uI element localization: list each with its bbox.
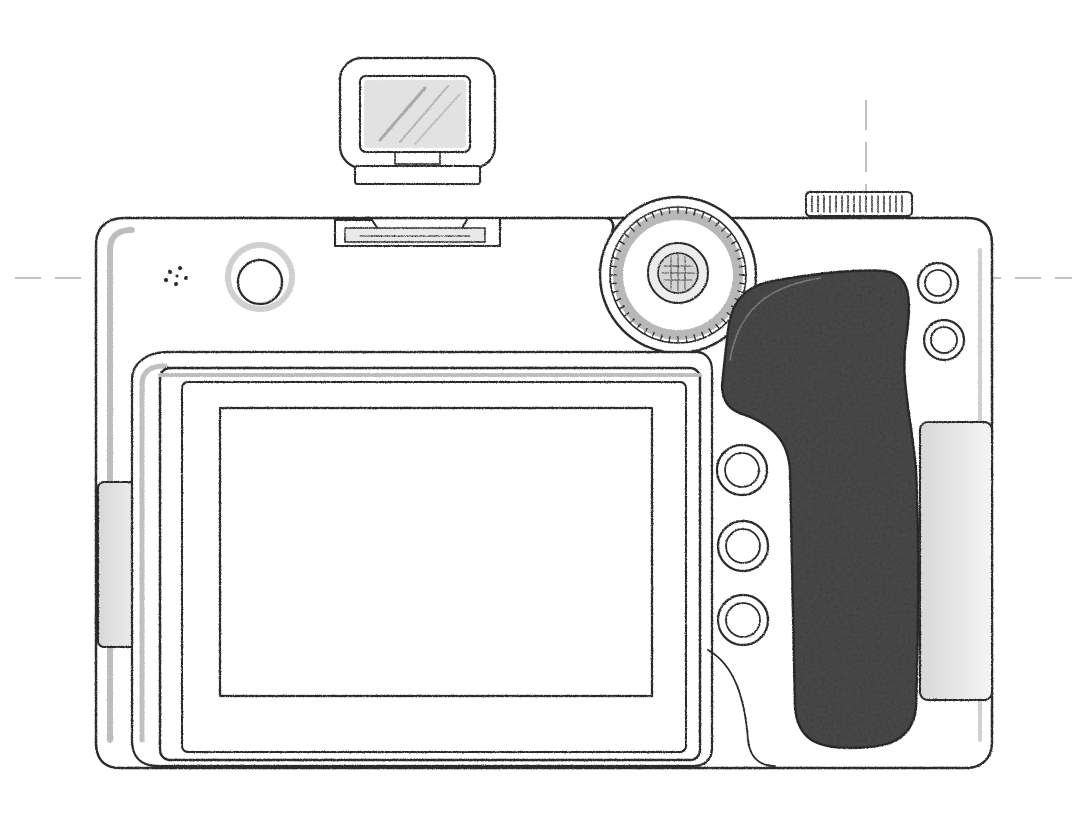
- dial-tick: [629, 318, 635, 324]
- dial-tick: [635, 323, 641, 330]
- right-strap-lug: [919, 421, 993, 701]
- dial-tick: [609, 282, 618, 285]
- speaker-holes: [164, 266, 188, 286]
- dial-tick: [609, 265, 618, 268]
- dial-tick: [651, 211, 655, 219]
- dial-tick: [734, 248, 742, 252]
- main-control-dial[interactable]: [598, 195, 758, 355]
- dial-tick: [651, 331, 655, 339]
- dial-tick: [623, 232, 630, 238]
- side-button-2[interactable]: [716, 519, 770, 573]
- dial-tick: [701, 211, 705, 219]
- dial-tick: [721, 226, 727, 232]
- dial-tick: [635, 220, 641, 227]
- dial-tick: [726, 232, 733, 238]
- dial-tick: [614, 298, 622, 302]
- dial-tick: [643, 215, 648, 222]
- dial-tick: [737, 290, 745, 294]
- dial-center-texture-icon: [661, 254, 695, 292]
- dial-tick: [721, 318, 727, 324]
- viewfinder-accessory: [338, 56, 497, 185]
- dial-tick: [738, 265, 747, 268]
- dial-tick: [731, 240, 738, 245]
- dial-tick: [623, 312, 630, 318]
- dial-tick-marks: [609, 206, 747, 344]
- grip-right-button-lower[interactable]: [922, 318, 966, 362]
- dial-tick: [618, 305, 625, 310]
- dial-tick: [614, 248, 622, 252]
- dial-tick: [715, 220, 721, 227]
- dial-tick: [708, 328, 713, 335]
- top-knurled-dial[interactable]: [805, 191, 913, 217]
- side-button-1[interactable]: [715, 443, 769, 497]
- dial-tick: [643, 328, 648, 335]
- side-button-3[interactable]: [716, 593, 770, 647]
- dial-tick: [708, 215, 713, 222]
- dial-tick: [629, 226, 635, 232]
- dial-tick: [685, 206, 688, 215]
- dial-tick: [693, 208, 697, 216]
- dial-tick: [685, 335, 688, 344]
- dial-tick: [738, 282, 747, 285]
- dial-tick: [618, 240, 625, 245]
- dial-tick: [659, 208, 663, 216]
- dial-tick: [659, 334, 663, 342]
- grip-right-button-upper[interactable]: [916, 261, 960, 305]
- dial-tick: [668, 335, 671, 344]
- dial-tick: [611, 290, 619, 294]
- dial-tick: [715, 323, 721, 330]
- screen-hinge: [707, 649, 776, 767]
- top-left-round-button[interactable]: [225, 242, 295, 312]
- hot-shoe: [334, 217, 501, 247]
- dial-tick: [668, 206, 671, 215]
- dial-tick: [737, 256, 745, 260]
- dial-tick: [611, 256, 619, 260]
- lcd-display: [218, 406, 654, 698]
- leather-grip: [720, 269, 920, 750]
- dial-tick: [701, 331, 705, 339]
- dial-tick: [693, 334, 697, 342]
